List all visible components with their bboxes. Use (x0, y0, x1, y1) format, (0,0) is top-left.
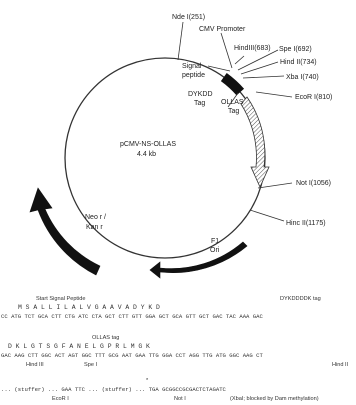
seq-row1-aa: M S A L L I L A L V G A A V A D Y K D (18, 304, 160, 311)
site-hind2: Hind II(734) (280, 59, 317, 66)
seq-row2-site-hind2: Hind II (332, 362, 349, 368)
seq-row3-site-ecor: EcoR I (52, 396, 69, 402)
seq-row2-site-hind3: Hind III (26, 362, 44, 368)
label-ollas-2: Tag (228, 108, 239, 115)
seq-row2-header-tag: OLLAS tag (92, 335, 119, 341)
label-ollas-1: OLLAS (221, 99, 244, 106)
seq-row3-site-not: Not I (174, 396, 186, 402)
seq-row2-aa: D K L G T S G F A N E L G P R L M G K (8, 343, 150, 350)
site-hind3: HindIII(683) (234, 45, 271, 52)
label-neo: Neo r / (85, 214, 106, 221)
seq-row1-header-start: Start Signal Peptide (36, 296, 85, 302)
site-spe: Spe I(692) (279, 46, 312, 53)
site-xba: Xba I(740) (286, 74, 319, 81)
label-signal-2: peptide (182, 72, 205, 79)
f1-ori-arrow (149, 241, 248, 279)
seq-row3-site-xba: (XbaI; blocked by Dam methylation) (230, 396, 319, 402)
label-dykdd-2: Tag (194, 100, 205, 107)
label-kan: Kan r (86, 224, 103, 231)
label-dykdd-1: DYKDD (188, 91, 213, 98)
site-not: Not I(1056) (296, 180, 331, 187)
site-nde: Nde I(251) (172, 14, 205, 21)
label-ori: Ori (210, 247, 220, 254)
seq-row3-star: * (146, 378, 149, 384)
seq-row1-nt: CC ATG TCT GCA CTT CTG ATC CTA GCT CTT G… (1, 313, 263, 320)
seq-row2-site-spe: Spe I (84, 362, 98, 368)
cmv-promoter-block (220, 73, 245, 96)
seq-row1-header-tag: DYKDDDDK tag (280, 296, 321, 302)
plasmid-size: 4.4 kb (137, 151, 156, 158)
label-cmv-promoter: CMV Promoter (199, 26, 246, 33)
insert-arrow (240, 96, 270, 188)
site-ticks (177, 21, 293, 222)
seq-row2-nt: GAC AAG CTT GGC ACT AGT GGC TTT GCG AAT … (1, 352, 263, 359)
site-ecor: EcoR I(810) (295, 94, 332, 101)
label-f1: F1 (211, 238, 219, 245)
plasmid-name: pCMV-NS-OLLAS (120, 141, 176, 148)
label-signal-1: Signal (182, 63, 202, 70)
sequence-panel: Start Signal Peptide DYKDDDDK tag M S A … (1, 296, 349, 402)
seq-row3-nt: ... (stuffer) ... GAA TTC ... (stuffer) … (1, 386, 227, 393)
neo-kan-arrow (29, 187, 101, 276)
site-hinc: Hinc II(1175) (286, 220, 326, 227)
